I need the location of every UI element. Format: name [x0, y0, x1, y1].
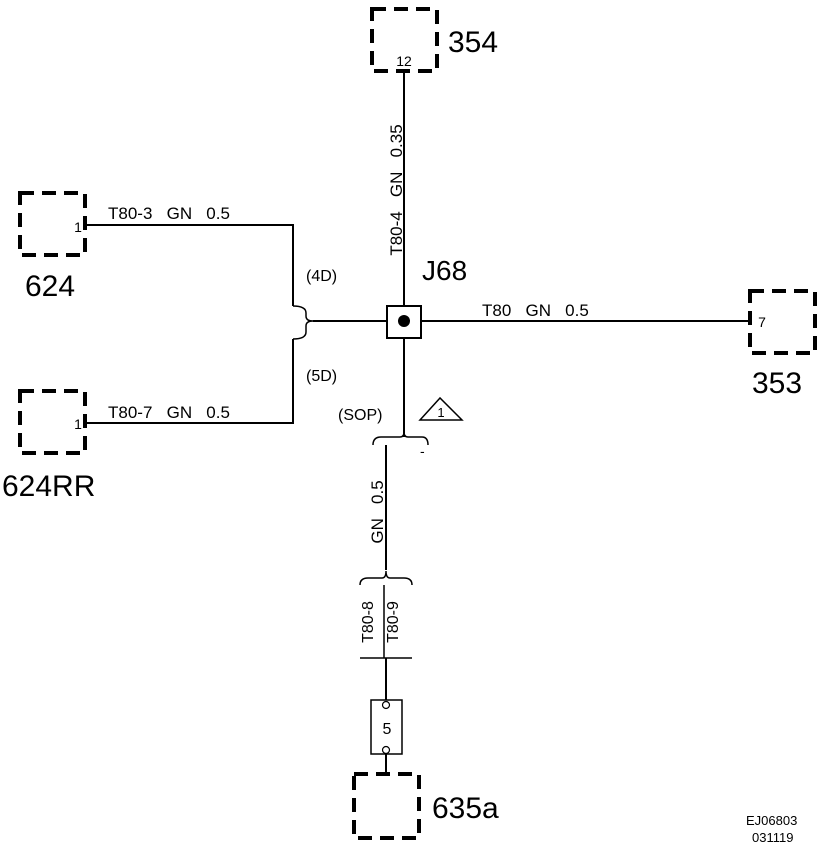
wire-bottom-label-group: GN 0.5: [368, 480, 387, 543]
wire-right-color: GN: [525, 301, 551, 320]
component-354: 12 354: [370, 7, 498, 73]
wire-bottom-color: GN: [368, 518, 387, 544]
splice-note-5d: (5D): [306, 368, 337, 385]
component-354-label: 354: [448, 26, 498, 59]
svg-text:T80-4 GN 0.35: T80-4 GN 0.35: [387, 124, 406, 255]
note-triangle: 1: [418, 396, 464, 421]
component-624-label: 624: [25, 270, 75, 303]
component-624rr-label: 624RR: [2, 470, 95, 503]
component-624rr: 1 624RR: [2, 389, 95, 503]
wire-top-size: 0.35: [387, 124, 406, 157]
triangle-icon: [418, 396, 464, 421]
component-624-box: [18, 191, 87, 257]
connector-circuit-a: T80-8: [360, 601, 377, 643]
component-5-terminal-top: [381, 700, 391, 710]
component-624rr-pin: 1: [74, 416, 82, 432]
connector-bracket-top: [359, 570, 413, 586]
component-635a-box: [352, 772, 421, 840]
wire-624rr-color: GN: [167, 403, 193, 422]
wire-top-circuit: T80-4: [387, 211, 406, 255]
component-635a-label: 635a: [432, 792, 499, 825]
component-5: 5: [370, 699, 403, 755]
connector-label-b-group: T80-9: [385, 601, 402, 643]
junction-label: J68: [422, 255, 467, 286]
splice-bracket-left: [292, 305, 314, 340]
component-353-pin: 7: [758, 314, 766, 330]
component-624-pin: 1: [74, 219, 82, 235]
component-635a: 635a: [352, 772, 499, 840]
wire-624rr-circuit: T80-7: [108, 403, 152, 422]
wire-624: [87, 224, 294, 306]
footer-code: EJ06803: [746, 813, 797, 828]
wire-624rr-size: 0.5: [206, 403, 230, 422]
component-624rr-box: [18, 389, 87, 455]
wire-624-circuit: T80-3: [108, 204, 152, 223]
connector-label-a-group: T80-8: [360, 601, 377, 643]
wire-624-color: GN: [167, 204, 193, 223]
component-5-label: 5: [383, 721, 392, 738]
wire-right-size: 0.5: [565, 301, 589, 320]
svg-text:T80-3 GN 0.5: T80-3 GN 0.5: [108, 204, 230, 223]
sop-dash: -: [420, 443, 425, 459]
svg-text:GN 0.5: GN 0.5: [368, 480, 387, 543]
component-353-box: [748, 289, 817, 355]
junction-j68: J68: [386, 255, 467, 339]
junction-dot: [398, 315, 410, 327]
wire-top-label-group: T80-4 GN 0.35: [387, 124, 406, 255]
triangle-note-number: 1: [437, 405, 444, 420]
splice-note-4d: (4D): [306, 268, 337, 285]
wire-bottom-size: 0.5: [368, 480, 387, 504]
sop-note: (SOP): [338, 407, 382, 424]
component-353: 7 353: [748, 289, 817, 400]
component-354-pin: 12: [396, 53, 412, 69]
sop-bracket: [372, 431, 429, 446]
svg-text:T80 GN 0.5: T80 GN 0.5: [482, 301, 589, 320]
component-5-terminal-bottom: [381, 745, 391, 755]
wire-624rr: [87, 339, 294, 424]
svg-text:T80-7 GN 0.5: T80-7 GN 0.5: [108, 403, 230, 422]
component-624: 1 624: [18, 191, 87, 303]
wire-624-size: 0.5: [206, 204, 230, 223]
wire-top-color: GN: [387, 172, 406, 198]
wire-right-circuit: T80: [482, 301, 511, 320]
connector-circuit-b: T80-9: [385, 601, 402, 643]
footer-date: 031119: [752, 830, 793, 845]
component-353-label: 353: [752, 367, 802, 400]
